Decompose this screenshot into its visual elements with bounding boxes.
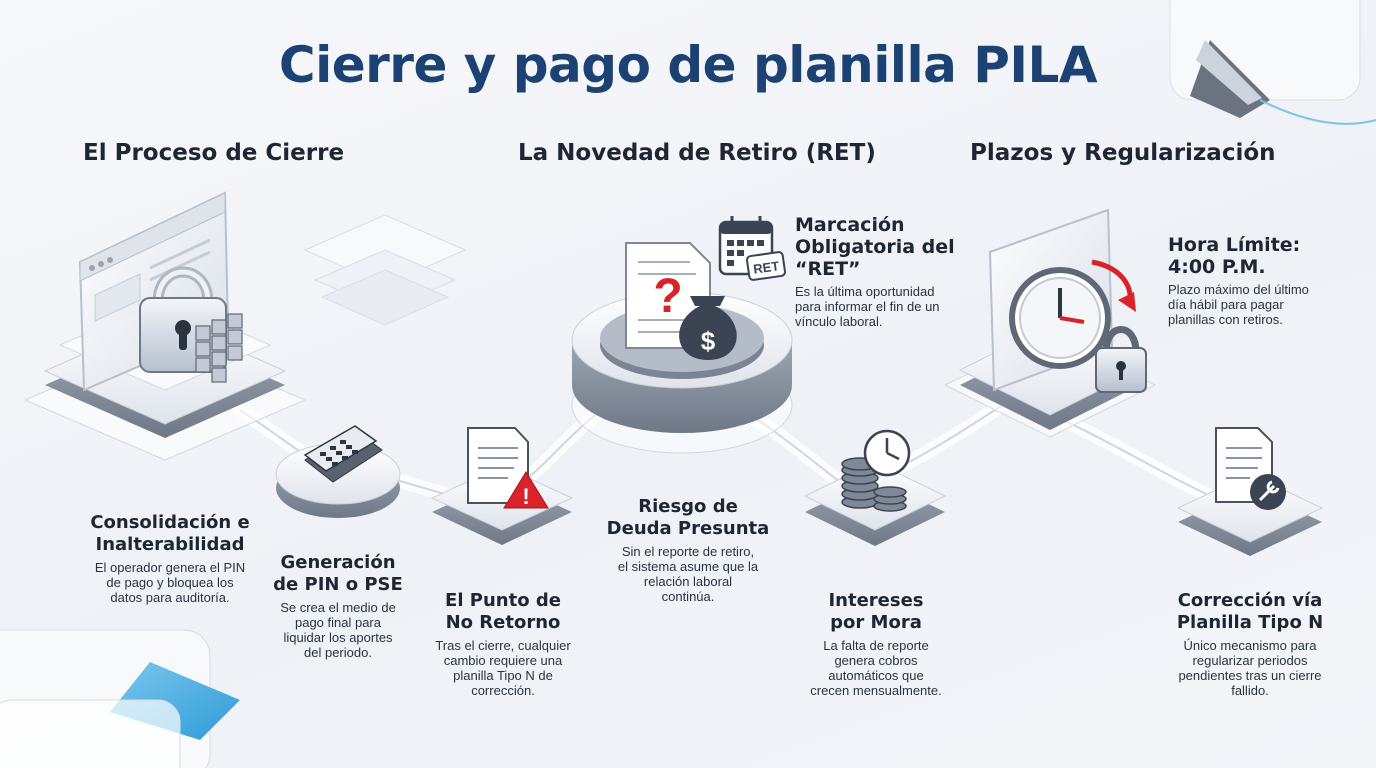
decor-top-right [1169,0,1376,125]
question-mark: ? [653,270,682,323]
step-description: Sin el reporte de retiro,el sistema asum… [617,544,759,604]
clock-icon [988,208,1136,392]
section-title-cierre: El Proceso de Cierre [83,140,345,166]
warning-mark: ! [522,484,529,509]
document-wrench-icon [1215,427,1286,510]
page-title: Cierre y pago de planilla PILA [278,36,1098,94]
step-hora: Hora Límite:4:00 P.M. Plazo máximo del ú… [1168,234,1348,327]
section-title-retiro: La Novedad de Retiro (RET) [518,140,876,166]
decor-bottom-left [0,629,240,768]
calendar-ret-icon: RET [718,216,786,281]
decor-floating-plates [303,214,467,326]
step-heading: Hora Límite:4:00 P.M. [1168,234,1301,278]
money-bag-icon: $ [679,296,737,360]
dollar-sign: $ [701,326,716,356]
payment-terminal-icon [303,425,383,483]
document-warning-icon: ! [467,427,549,509]
ret-badge: RET [752,258,780,276]
section-title-plazos: Plazos y Regularización [970,140,1276,166]
padlock-small-icon [1095,326,1147,393]
data-blocks-icon [195,313,243,383]
coins-clock-icon [841,429,911,512]
platform-correccion [1176,473,1324,556]
